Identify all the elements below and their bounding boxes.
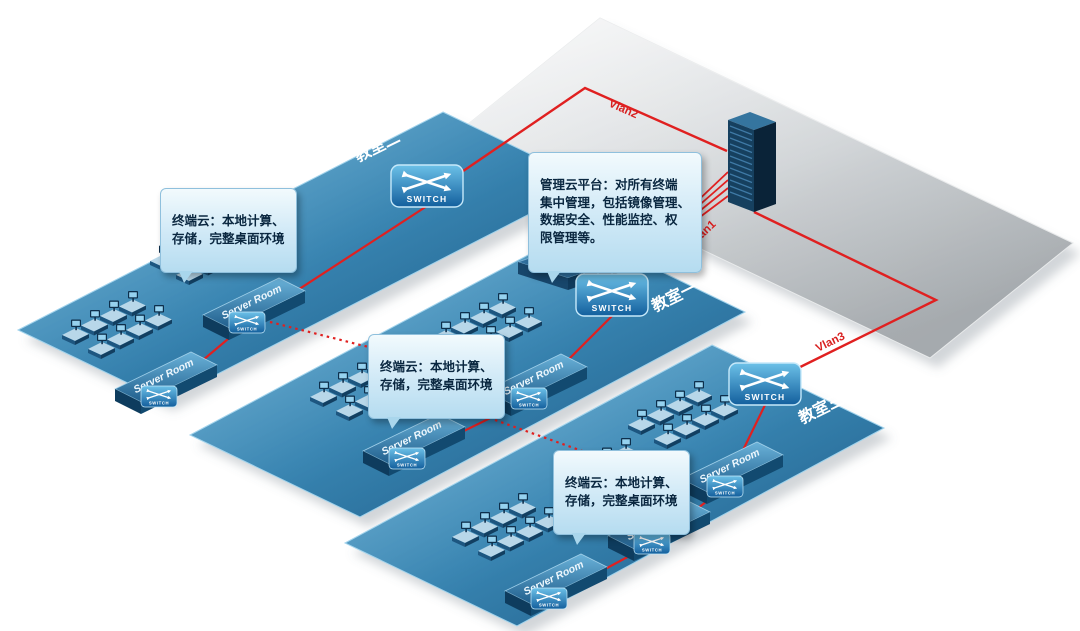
- mini-switch-icon: [634, 533, 670, 554]
- mini-switch-icon: [229, 312, 265, 333]
- callout-terminal-cloud-room1: 终端云：本地计算、 存储，完整桌面环境: [368, 334, 505, 429]
- mini-switch-icon: [511, 388, 547, 409]
- link-vlan2: [449, 86, 728, 181]
- callout-text: 终端云：本地计算、 存储，完整桌面环境: [172, 213, 285, 246]
- mini-switch-icon: [141, 386, 177, 407]
- server-rack-icon: [728, 112, 776, 212]
- callout-terminal-cloud-room2: 终端云：本地计算、 存储，完整桌面环境: [160, 188, 297, 283]
- callout-text: 终端云：本地计算、 存储，完整桌面环境: [565, 475, 678, 508]
- mini-switch-icon: [531, 588, 567, 609]
- shaft-title: 楼层弱电井: [688, 17, 761, 64]
- callout-management-platform: 管理云平台：对所有终端 集中管理，包括镜像管理、 数据安全、性能监控、权 限管理…: [528, 152, 703, 283]
- mini-switch-icon: [389, 448, 425, 469]
- callout-text: 终端云：本地计算、 存储，完整桌面环境: [380, 359, 493, 392]
- link-vlan3: [753, 210, 939, 378]
- switch-icon-classroom-2: [391, 165, 463, 207]
- switch-icon-classroom-3: [729, 363, 801, 405]
- switch-icon-classroom-1: [576, 274, 648, 316]
- callout-text: 管理云平台：对所有终端 集中管理，包括镜像管理、 数据安全、性能监控、权 限管理…: [540, 177, 691, 245]
- mini-switch-icon: [707, 476, 743, 497]
- dashed-link-room1-room3: [494, 418, 586, 454]
- callout-terminal-cloud-room3: 终端云：本地计算、 存储，完整桌面环境: [553, 450, 690, 545]
